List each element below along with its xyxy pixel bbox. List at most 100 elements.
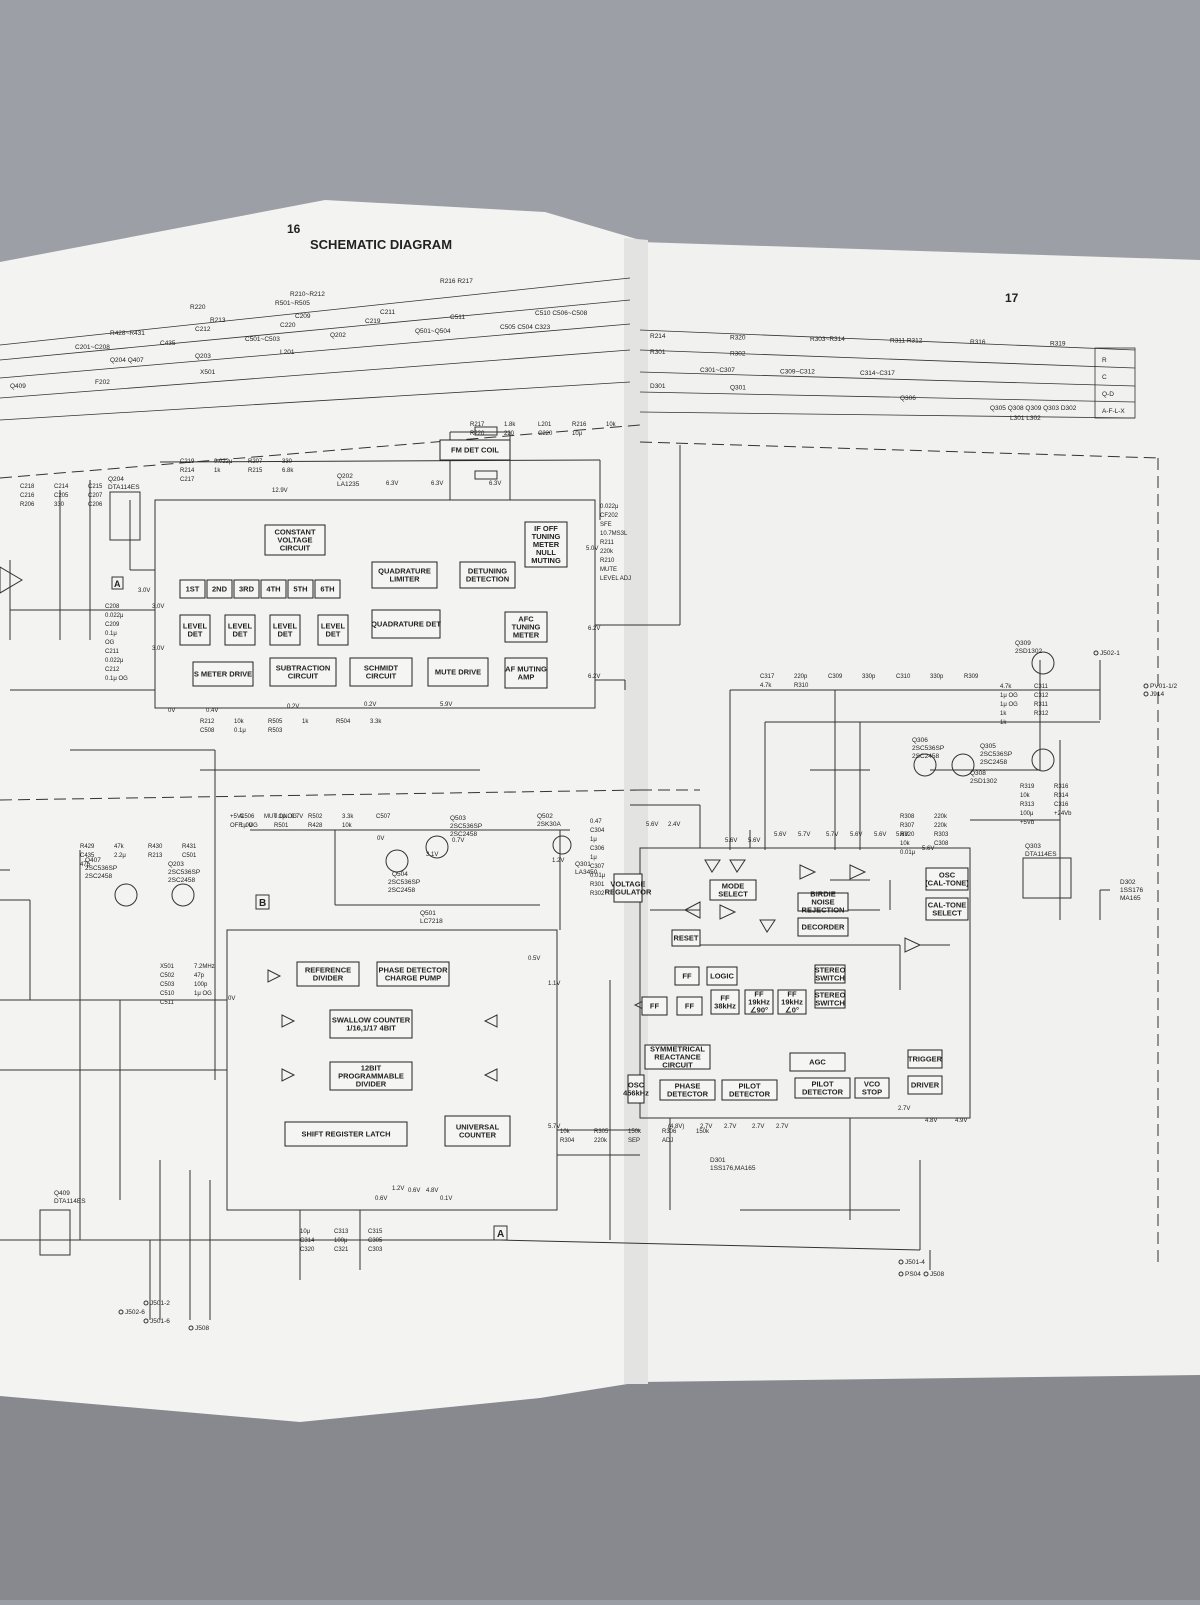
right-page bbox=[640, 242, 1200, 1382]
right-block-label: SELECT bbox=[932, 909, 962, 918]
header-part-ref: X501 bbox=[200, 369, 216, 376]
component-label: C214 bbox=[54, 484, 69, 490]
component-label: R304 bbox=[560, 1138, 575, 1144]
component-label: R206 bbox=[20, 502, 35, 508]
component-label: R428 bbox=[308, 823, 323, 829]
component-label: C206 bbox=[88, 502, 103, 508]
component-label: C311 bbox=[1034, 684, 1049, 690]
component-label: ADJ bbox=[662, 1138, 673, 1144]
component-label: C508 bbox=[200, 728, 215, 734]
right-block-label: PILOT bbox=[738, 1082, 761, 1091]
pin-voltage: 5.6V bbox=[748, 838, 760, 844]
right-block-label: (CAL-TONE) bbox=[925, 879, 969, 888]
component-label: R431 bbox=[182, 844, 197, 850]
header-part-ref: Q203 bbox=[195, 353, 211, 360]
component-label: 220k bbox=[600, 549, 614, 555]
header-part-ref: C209 bbox=[295, 313, 311, 320]
right-block-label: FF bbox=[787, 990, 797, 999]
connector-label: J501-2 bbox=[150, 1300, 170, 1307]
right-block-label: LOGIC bbox=[710, 972, 734, 981]
component-label: 1k bbox=[302, 719, 309, 725]
component-label: +5Vb bbox=[1020, 820, 1035, 826]
component-label: 1μ OG bbox=[240, 823, 258, 829]
header-part-ref: R303~R314 bbox=[810, 336, 845, 343]
component-label: R213 bbox=[148, 853, 163, 859]
symbols bbox=[0, 426, 1072, 1256]
pin-voltage: 6.2V bbox=[588, 626, 600, 632]
component-label: R505 bbox=[268, 719, 283, 725]
header-part-ref: F202 bbox=[95, 379, 110, 386]
device-label: Q303 bbox=[1025, 843, 1041, 850]
right-block-label: DETECTOR bbox=[667, 1090, 709, 1099]
component-label: C314 bbox=[300, 1238, 315, 1244]
left-block-label: LEVEL bbox=[183, 622, 208, 631]
component-label: 330p bbox=[862, 674, 876, 680]
component-label: 10k bbox=[234, 719, 245, 725]
component-label: 10k bbox=[1020, 793, 1031, 799]
left-block: MUTE DRIVE bbox=[427, 657, 489, 687]
component-label: 1μ OG bbox=[194, 991, 212, 997]
right-block-label: DETECTOR bbox=[729, 1090, 771, 1099]
connector-pin bbox=[1093, 650, 1099, 656]
left-block-label: S METER DRIVE bbox=[194, 670, 252, 679]
left-block-label: SCHMIDT bbox=[364, 664, 399, 673]
pin-voltage: 2.7V bbox=[724, 1124, 736, 1130]
pin-voltage: (4.8V) bbox=[668, 1124, 684, 1130]
component-label: MUT ON: 0.7V bbox=[264, 814, 303, 820]
connector-label: PV01-1/2 bbox=[1150, 683, 1177, 690]
component-label: 150k bbox=[696, 1129, 710, 1135]
header-part-ref: R316 bbox=[970, 339, 986, 346]
device-label: DTA114ES bbox=[108, 484, 140, 491]
device-label: Q309 bbox=[1015, 640, 1031, 647]
header-part-ref: Q301 bbox=[730, 385, 746, 392]
component-label: C313 bbox=[334, 1229, 349, 1235]
connector-label: J508 bbox=[930, 1271, 944, 1278]
component-label: 0.1μ OG bbox=[274, 814, 297, 820]
component-label: R307 bbox=[900, 823, 915, 829]
component-label: 47p bbox=[80, 862, 91, 868]
component-label: R217 bbox=[470, 422, 485, 428]
component-label: R504 bbox=[336, 719, 351, 725]
component-label: OG bbox=[105, 640, 115, 646]
header-part-ref: R320 bbox=[730, 335, 746, 342]
connector-label: J501-6 bbox=[150, 1318, 170, 1325]
component-label: 0.01μ bbox=[900, 850, 916, 856]
component-label: 0.1μ OG bbox=[105, 676, 128, 682]
component-label: C220 bbox=[538, 431, 553, 437]
component-label: OFF: 0V bbox=[230, 823, 253, 829]
left-block-label: CHARGE PUMP bbox=[385, 974, 441, 983]
svg-text:A: A bbox=[114, 579, 121, 589]
component-label: C312 bbox=[1034, 693, 1049, 699]
device-label: Q501 bbox=[420, 910, 436, 917]
component-label: 330 bbox=[54, 502, 65, 508]
component-label: C510 bbox=[160, 991, 175, 997]
device-label: Q407 bbox=[85, 857, 101, 864]
pin-voltage: 0.6V bbox=[375, 1196, 387, 1202]
component-label: 10μ bbox=[300, 1229, 311, 1235]
device-label: 2SC2458 bbox=[912, 753, 939, 760]
device-label: LA1235 bbox=[337, 481, 360, 488]
component-label: R314 bbox=[1054, 793, 1069, 799]
pin-voltage: 0.2V bbox=[364, 702, 376, 708]
right-block-label: MODE bbox=[722, 882, 745, 891]
left-block-label: 4TH bbox=[266, 585, 280, 594]
pin-voltage: 5.6V bbox=[725, 838, 737, 844]
left-block: 1ST bbox=[179, 579, 206, 599]
header-part-ref: C435 bbox=[160, 340, 176, 347]
right-block-label: CIRCUIT bbox=[662, 1061, 693, 1070]
left-block-label: 3RD bbox=[239, 585, 255, 594]
component-label: C310 bbox=[896, 674, 911, 680]
component-label: C321 bbox=[334, 1247, 349, 1253]
right-page-number: 17 bbox=[1005, 291, 1019, 305]
device-label: 1SS176,MA165 bbox=[710, 1165, 756, 1172]
component-label: R319 bbox=[1020, 784, 1035, 790]
left-block-label: IF OFF bbox=[534, 524, 558, 533]
component-label: 1μ OG bbox=[1000, 702, 1018, 708]
